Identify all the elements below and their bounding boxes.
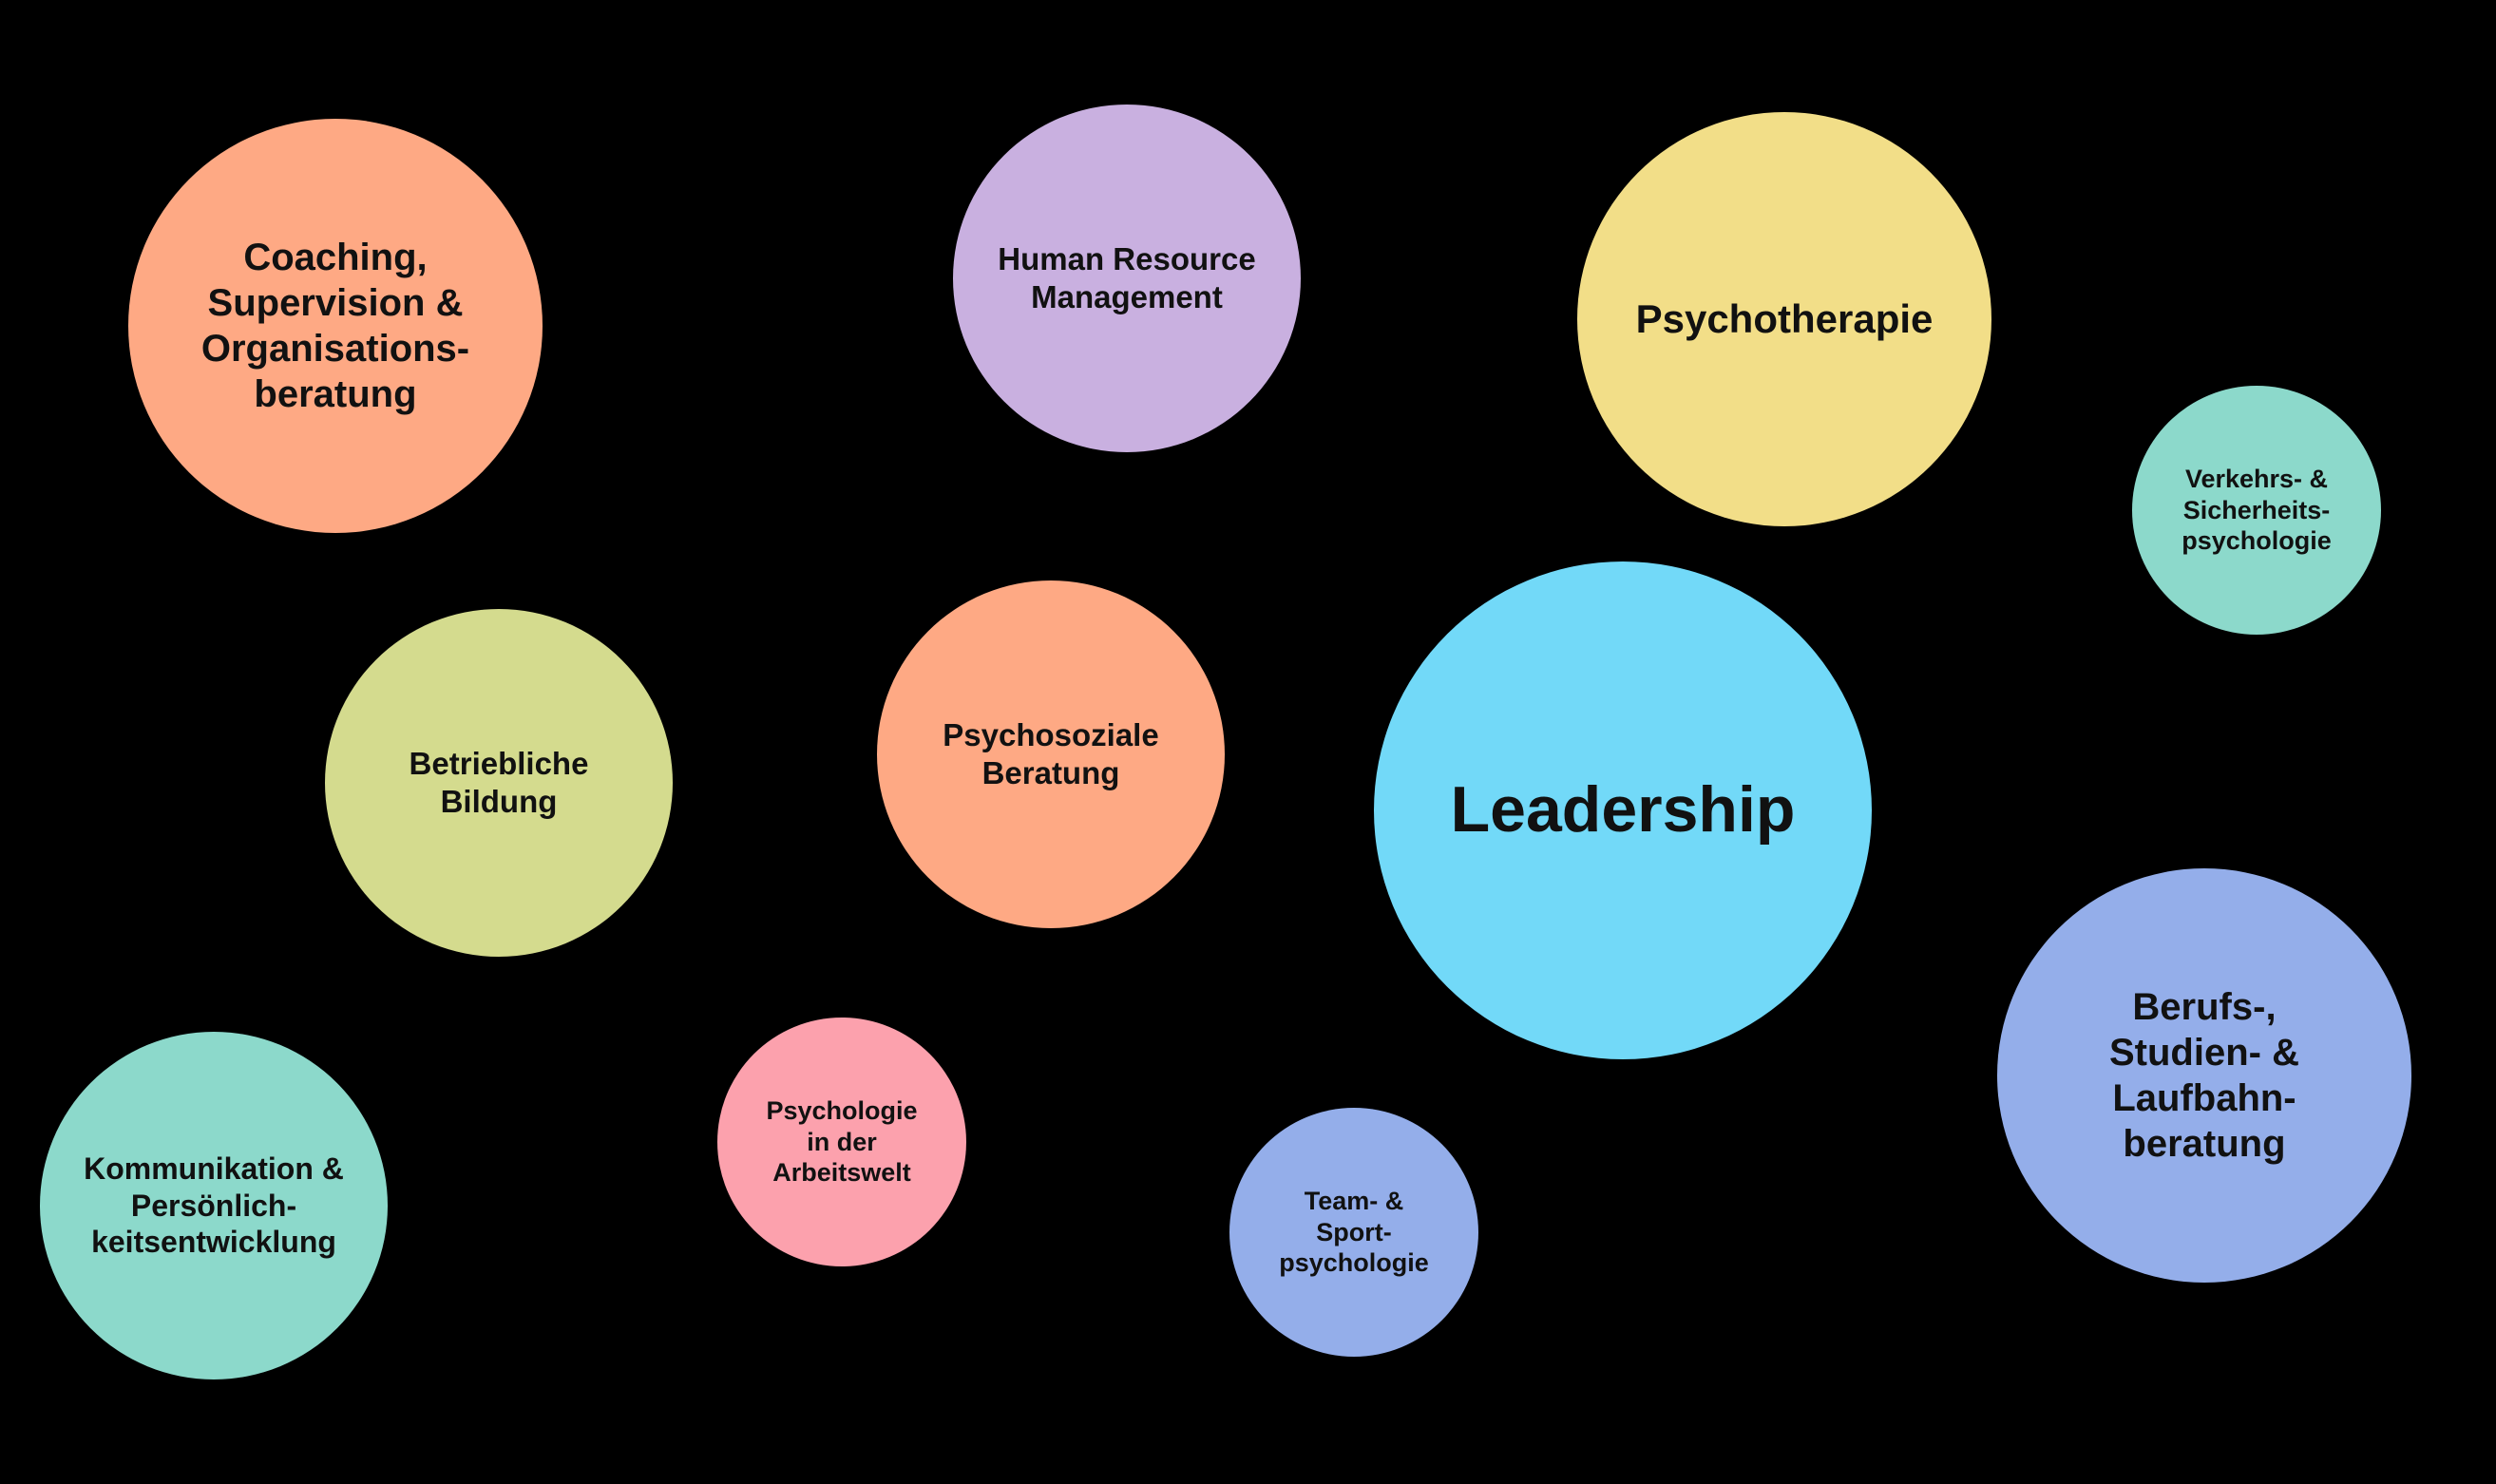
bubble-label: Psychotherapie (1635, 295, 1934, 341)
bubble-verkehrs-sicherheitspsychologie: Verkehrs- & Sicherheits- psychologie (2132, 386, 2381, 635)
bubble-team-sportpsychologie: Team- & Sport- psychologie (1229, 1108, 1478, 1357)
bubble-label: Coaching, Supervision & Organisations- b… (200, 237, 470, 415)
bubble-label: Psychologie in der Arbeitswelt (766, 1096, 918, 1188)
bubble-label: Kommunikation & Persönlich- keitsentwick… (84, 1151, 344, 1260)
bubble-label: Psychosoziale Beratung (943, 717, 1159, 790)
bubble-label: Betriebliche Bildung (409, 746, 589, 819)
bubble-leadership: Leadership (1374, 561, 1872, 1059)
bubble-kommunikation-persoenlichkeitsentwicklung: Kommunikation & Persönlich- keitsentwick… (40, 1032, 388, 1379)
bubble-berufs-studien-laufbahnberatung: Berufs-, Studien- & Laufbahn- beratung (1997, 868, 2411, 1283)
bubble-betriebliche-bildung: Betriebliche Bildung (325, 609, 673, 957)
bubble-human-resource-management: Human Resource Management (953, 105, 1301, 452)
bubble-label: Berufs-, Studien- & Laufbahn- beratung (2109, 986, 2299, 1165)
bubble-coaching-supervision-organisationsberatung: Coaching, Supervision & Organisations- b… (128, 119, 543, 533)
bubble-label: Leadership (1450, 773, 1796, 847)
bubble-label: Human Resource Management (998, 241, 1256, 314)
bubble-label: Team- & Sport- psychologie (1279, 1187, 1429, 1278)
bubble-label: Verkehrs- & Sicherheits- psychologie (2182, 465, 2332, 556)
bubble-psychotherapie: Psychotherapie (1577, 112, 1991, 526)
bubble-psychologie-in-der-arbeitswelt: Psychologie in der Arbeitswelt (717, 1018, 966, 1266)
bubble-psychosoziale-beratung: Psychosoziale Beratung (877, 580, 1225, 928)
